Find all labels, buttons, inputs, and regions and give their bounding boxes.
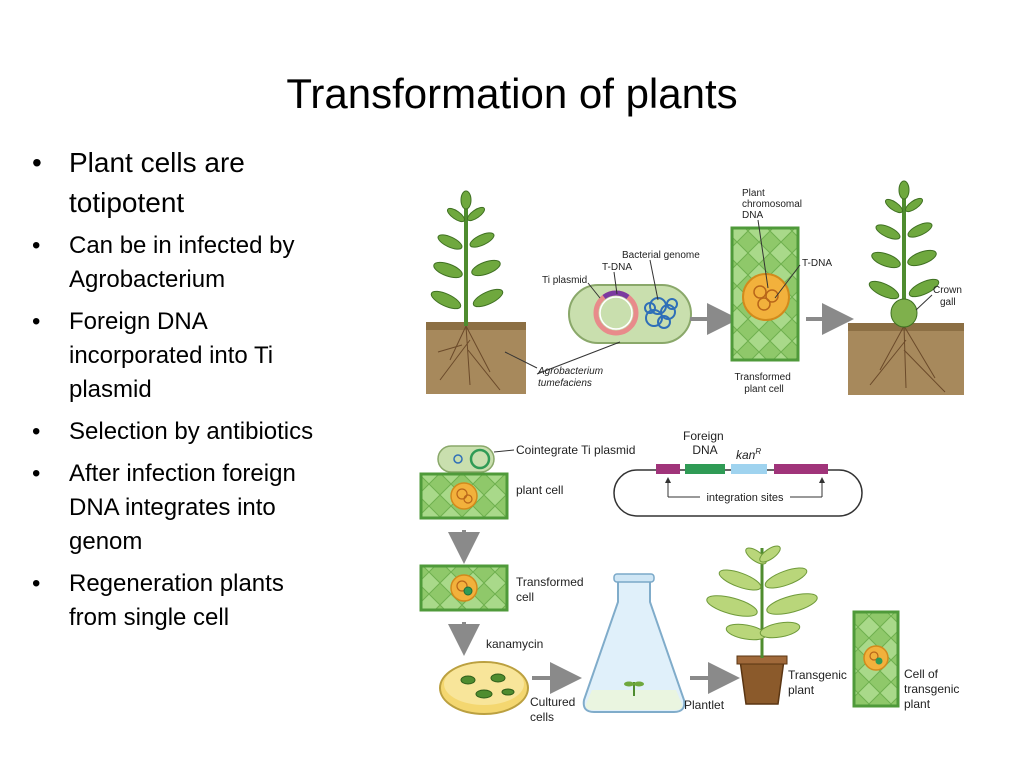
bullet-item: Selection by antibiotics: [28, 415, 328, 449]
transformed-plant-cell: [730, 226, 800, 362]
label-foreign-dna: Foreign DNA: [683, 429, 727, 457]
label-cultured-cells: Cultured cells: [530, 695, 579, 724]
label-kan-r: kanR: [736, 447, 761, 462]
label-kanamycin: kanamycin: [486, 637, 543, 651]
plant-with-crown-gall: [848, 180, 964, 395]
label-bacterial-genome: Bacterial genome: [622, 250, 700, 261]
petri-dish: [439, 661, 529, 715]
plant-cell: [419, 472, 509, 520]
bullet-item: After infection foreign DNA integrates i…: [28, 457, 328, 559]
cell-of-transgenic-plant: [852, 610, 900, 708]
bullet-item: Can be in infected by Agrobacterium: [28, 229, 328, 297]
bullet-item: Regeneration plants from single cell: [28, 567, 328, 635]
bullet-list: Plant cells are totipotent Can be in inf…: [28, 143, 328, 643]
label-cointegrate: Cointegrate Ti plasmid: [516, 443, 635, 457]
label-t-dna-right: T-DNA: [802, 258, 832, 269]
culture-flask: [582, 573, 686, 713]
label-transgenic-plant: Transgenic plant: [788, 668, 850, 697]
bullet-item: Plant cells are totipotent: [28, 143, 328, 223]
cointegrate-bacterium: [437, 445, 495, 473]
label-ti-plasmid: Ti plasmid: [542, 275, 587, 286]
label-plant-chromosomal-dna: Plant chromosomal DNA: [742, 188, 805, 221]
label-t-dna: T-DNA: [602, 262, 632, 273]
label-agrobacterium: Agrobacterium tumefaciens: [537, 366, 606, 389]
slide-title: Transformation of plants: [286, 70, 738, 117]
label-transformed-plant-cell: Transformed plant cell: [734, 372, 793, 395]
label-cell-of-transgenic-plant: Cell of transgenic plant: [904, 667, 963, 711]
label-plant-cell: plant cell: [516, 483, 563, 497]
transformed-cell: [419, 564, 509, 612]
transgenic-plant: [706, 545, 818, 705]
bullet-item: Foreign DNA incorporated into Ti plasmid: [28, 305, 328, 407]
label-integration-sites: integration sites: [706, 492, 784, 504]
agrobacterium-cell: [568, 284, 692, 344]
label-transformed-cell: Transformed cell: [516, 575, 587, 604]
label-crown-gall: Crown gall: [933, 285, 965, 308]
plant-in-soil-left: [426, 190, 526, 394]
label-plantlet: Plantlet: [684, 698, 725, 712]
plasmid-map: [613, 464, 863, 517]
